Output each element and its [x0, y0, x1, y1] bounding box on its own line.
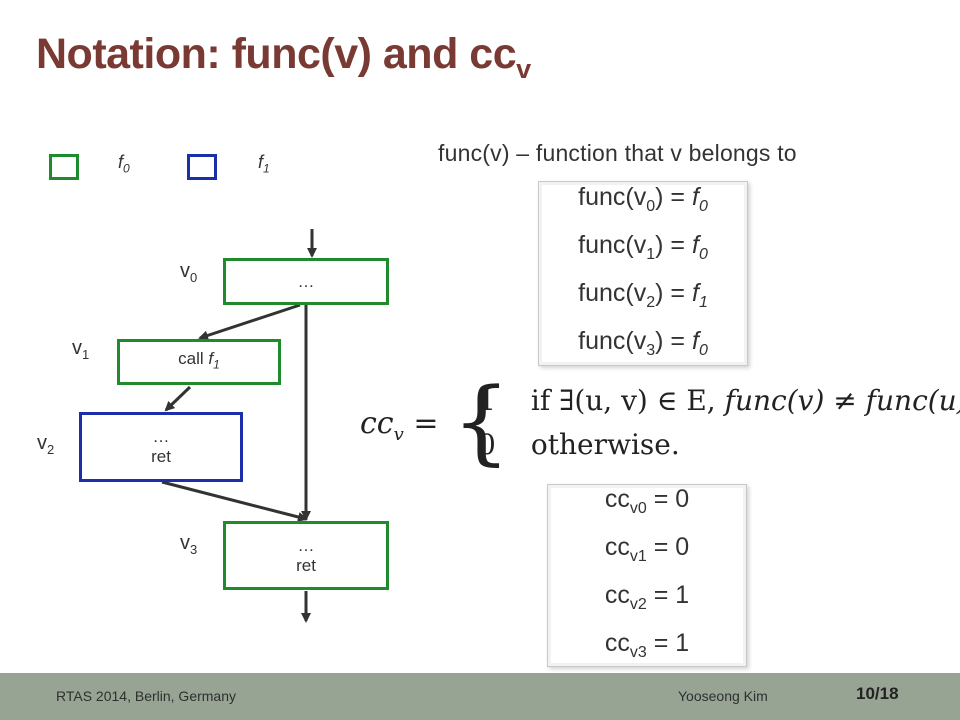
- func-row: func(v1) = f0: [578, 230, 708, 263]
- cc-row: ccv0 = 0: [604, 484, 690, 517]
- edge-v1-v2: [164, 385, 192, 412]
- node-v0-label: v0: [180, 260, 198, 285]
- node-v3-label: v3: [180, 532, 198, 557]
- node-v2: … ret: [79, 412, 243, 482]
- node-v0: …: [223, 258, 389, 305]
- footer-page-number: 10/18: [856, 684, 899, 703]
- node-v1-label: v1: [72, 337, 90, 362]
- formula-brace: {: [452, 368, 511, 475]
- slide-title: Notation: func(v) and ccv: [36, 30, 531, 84]
- func-table: func(v0) = f0 func(v1) = f0 func(v2) = f…: [538, 181, 748, 366]
- edge-v2-v3: [161, 480, 308, 522]
- cc-row: ccv3 = 1: [604, 628, 690, 661]
- node-v3-line2: ret: [296, 555, 316, 575]
- func-row: func(v2) = f1: [578, 278, 708, 311]
- node-v3: … ret: [223, 521, 389, 590]
- legend-swatch-f1: [187, 154, 217, 180]
- node-v1-text: call f1: [178, 349, 220, 372]
- formula-case-1: 1 if ∃(u, v) ∈ E, func(v) ≠ func(u): [478, 384, 960, 417]
- func-description: func(v) – function that v belongs to: [438, 140, 797, 166]
- node-v3-line1: …: [297, 535, 315, 555]
- func-row: func(v3) = f0: [578, 326, 708, 359]
- footer-author: Yooseong Kim: [678, 688, 768, 704]
- formula-lhs: ccv =: [360, 406, 439, 445]
- edge-v0-v1: [198, 303, 301, 341]
- node-v2-label: v2: [37, 432, 55, 457]
- func-row: func(v0) = f0: [578, 182, 708, 215]
- legend-swatch-f0: [49, 154, 79, 180]
- formula-case-2: 0 otherwise.: [478, 428, 680, 461]
- slide-footer: RTAS 2014, Berlin, Germany Yooseong Kim …: [0, 673, 960, 720]
- node-v1: call f1: [117, 339, 281, 385]
- cc-formula: ccv = { 1 if ∃(u, v) ∈ E, func(v) ≠ func…: [360, 376, 960, 468]
- node-v2-line2: ret: [151, 447, 171, 466]
- node-v2-line1: …: [152, 427, 170, 446]
- legend-label-f1: f1: [258, 152, 270, 176]
- legend-label-f0: f0: [118, 152, 130, 176]
- cc-row: ccv1 = 0: [604, 532, 690, 565]
- node-v0-text: …: [297, 271, 315, 291]
- footer-conference: RTAS 2014, Berlin, Germany: [56, 688, 237, 704]
- cc-table: ccv0 = 0 ccv1 = 0 ccv2 = 1 ccv3 = 1: [547, 484, 747, 667]
- cc-row: ccv2 = 1: [604, 580, 690, 613]
